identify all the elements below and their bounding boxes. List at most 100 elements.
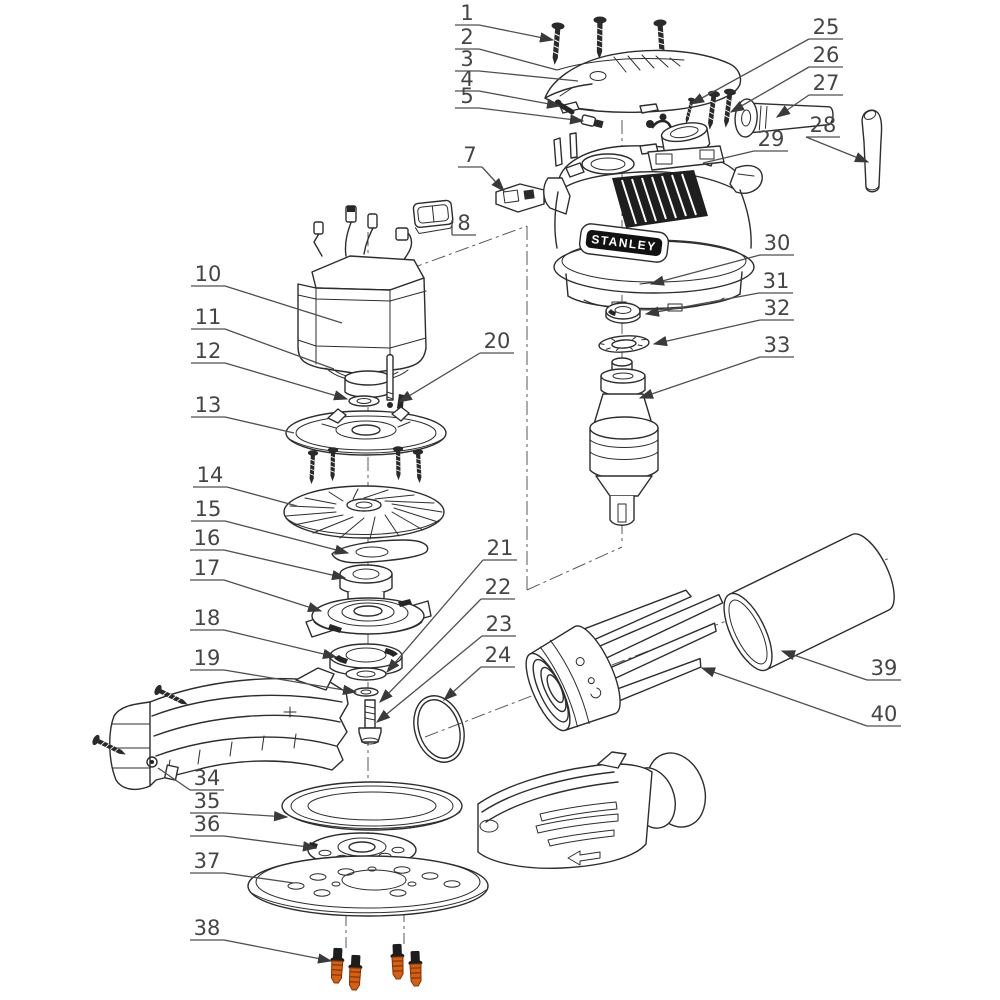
part-number-3: 3 bbox=[460, 47, 473, 71]
callout-16: 16 bbox=[190, 526, 347, 581]
callout-4: 4 bbox=[455, 67, 562, 109]
part-number-29: 29 bbox=[758, 127, 785, 151]
part-number-38: 38 bbox=[194, 916, 221, 940]
part-o-ring bbox=[413, 695, 465, 763]
part-number-19: 19 bbox=[194, 646, 221, 670]
part-terminal-pins bbox=[553, 132, 578, 167]
part-hub bbox=[339, 564, 393, 604]
callout-10: 10 bbox=[191, 262, 343, 324]
callout-27: 27 bbox=[775, 71, 843, 118]
part-number-16: 16 bbox=[194, 526, 221, 550]
part-switch bbox=[495, 183, 553, 213]
brand-plate: STANLEY bbox=[578, 223, 670, 263]
part-number-35: 35 bbox=[194, 789, 221, 813]
callout-7: 7 bbox=[458, 143, 505, 192]
part-bearing-31 bbox=[605, 302, 641, 324]
callout-38: 38 bbox=[190, 916, 333, 964]
callout-8: 8 bbox=[451, 211, 476, 236]
callout-2: 2 bbox=[455, 25, 558, 71]
part-counterweight bbox=[331, 539, 429, 564]
callout-31: 31 bbox=[644, 269, 793, 317]
part-number-39: 39 bbox=[871, 656, 898, 680]
part-number-37: 37 bbox=[194, 849, 221, 873]
callout-24: 24 bbox=[443, 643, 515, 701]
part-number-33: 33 bbox=[764, 333, 791, 357]
callout-36: 36 bbox=[190, 812, 318, 852]
part-spindle-assembly bbox=[589, 357, 659, 526]
part-canister-cylinder bbox=[723, 533, 895, 672]
part-number-18: 18 bbox=[194, 606, 221, 630]
callout-22: 22 bbox=[379, 575, 515, 703]
part-baffle-plate bbox=[285, 406, 447, 456]
part-fan bbox=[283, 485, 445, 540]
callout-32: 32 bbox=[652, 296, 794, 347]
callout-37: 37 bbox=[190, 849, 295, 884]
part-number-13: 13 bbox=[195, 393, 222, 417]
part-pad-screws bbox=[328, 943, 424, 991]
part-cord-protector bbox=[861, 109, 883, 193]
callout-13: 13 bbox=[191, 393, 295, 434]
part-number-26: 26 bbox=[813, 43, 840, 67]
part-speed-dial bbox=[646, 113, 725, 171]
callout-39: 39 bbox=[780, 650, 901, 681]
part-washer-32 bbox=[598, 335, 650, 353]
part-number-17: 17 bbox=[194, 556, 221, 580]
part-dust-skirt bbox=[90, 667, 349, 791]
part-canister-cage bbox=[525, 589, 724, 732]
callout-33: 33 bbox=[638, 333, 794, 399]
callout-3: 3 bbox=[455, 47, 579, 82]
callout-34: 34 bbox=[157, 766, 224, 791]
part-number-40: 40 bbox=[871, 702, 898, 726]
part-sanding-pad bbox=[247, 855, 489, 917]
callout-18: 18 bbox=[190, 606, 338, 660]
part-number-25: 25 bbox=[813, 15, 840, 39]
callout-19: 19 bbox=[190, 646, 358, 695]
callout-35: 35 bbox=[190, 789, 289, 822]
part-spacer-washer bbox=[344, 370, 392, 407]
part-number-27: 27 bbox=[813, 71, 840, 95]
callout-29: 29 bbox=[702, 127, 788, 164]
part-number-1: 1 bbox=[460, 1, 473, 25]
part-number-11: 11 bbox=[195, 305, 222, 329]
part-number-4: 4 bbox=[460, 67, 473, 91]
part-bolt bbox=[358, 699, 382, 745]
part-number-21: 21 bbox=[487, 536, 514, 560]
callout-labels: 1234578101112131415161718192021222324252… bbox=[157, 1, 901, 964]
part-number-14: 14 bbox=[197, 463, 224, 487]
callout-40: 40 bbox=[700, 667, 901, 727]
part-dust-port-cover bbox=[477, 751, 707, 870]
part-number-5: 5 bbox=[460, 84, 473, 108]
part-brake-ring bbox=[281, 781, 463, 831]
part-number-28: 28 bbox=[810, 113, 837, 137]
part-number-20: 20 bbox=[484, 329, 511, 353]
callout-26: 26 bbox=[729, 43, 843, 113]
part-number-34: 34 bbox=[194, 766, 221, 790]
callout-17: 17 bbox=[190, 556, 323, 612]
callout-28: 28 bbox=[805, 113, 870, 163]
callout-1: 1 bbox=[455, 1, 555, 43]
callout-30: 30 bbox=[649, 231, 794, 286]
callout-21: 21 bbox=[386, 536, 517, 673]
part-number-23: 23 bbox=[486, 612, 513, 636]
part-number-2: 2 bbox=[460, 25, 473, 49]
callout-5: 5 bbox=[455, 84, 585, 125]
callout-20: 20 bbox=[397, 329, 514, 403]
callout-25: 25 bbox=[689, 15, 843, 105]
callout-12: 12 bbox=[191, 339, 349, 401]
part-number-30: 30 bbox=[764, 231, 791, 255]
callout-23: 23 bbox=[375, 612, 516, 723]
part-number-36: 36 bbox=[194, 812, 221, 836]
part-stator bbox=[297, 205, 427, 382]
callout-14: 14 bbox=[193, 463, 298, 507]
part-number-15: 15 bbox=[195, 497, 222, 521]
part-number-31: 31 bbox=[763, 269, 790, 293]
callout-11: 11 bbox=[191, 305, 335, 370]
part-rocker-button bbox=[412, 199, 454, 234]
part-number-32: 32 bbox=[764, 296, 791, 320]
part-number-8: 8 bbox=[457, 211, 470, 235]
callout-15: 15 bbox=[191, 497, 350, 555]
part-number-24: 24 bbox=[485, 643, 512, 667]
part-bearing-housing bbox=[305, 597, 432, 638]
